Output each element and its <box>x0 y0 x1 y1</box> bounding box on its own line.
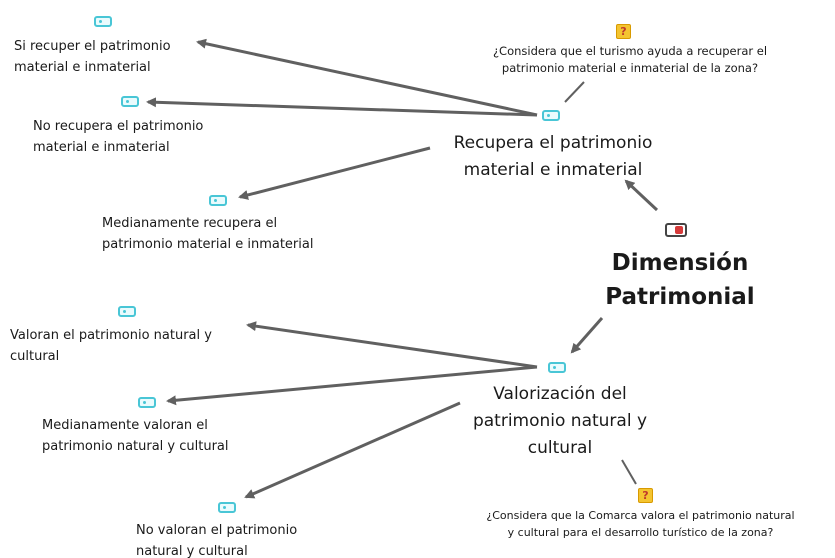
node-valorizacion: Valorización del patrimonio natural y cu… <box>472 384 648 458</box>
link-recupera-to-si <box>196 38 538 117</box>
tag-icon <box>209 195 227 206</box>
tag-icon <box>138 397 156 408</box>
code-medianamente-recupera: Medianamente recupera el patrimonio mate… <box>102 216 314 252</box>
link-valorizacion-question <box>621 459 637 485</box>
node-recupera: Recupera el patrimonio material e inmate… <box>453 133 653 180</box>
code-si-recupera: Si recuper el patrimonio material e inma… <box>14 39 171 75</box>
link-valorizacion-to-medianamente <box>166 365 538 406</box>
document-family-icon <box>665 223 687 237</box>
question-icon: ? <box>638 488 653 503</box>
link-valorizacion-to-valoran <box>246 321 538 369</box>
question-valorizacion: ¿Considera que la Comarca valora el patr… <box>486 509 795 539</box>
code-no-valoran: No valoran el patrimonio natural y cultu… <box>136 523 298 558</box>
tag-icon <box>121 96 139 107</box>
tag-icon <box>118 306 136 317</box>
node-dimension-patrimonial: Dimensión Patrimonial <box>605 250 755 310</box>
link-valorizacion-to-no <box>244 401 461 499</box>
question-recupera: ¿Considera que el turismo ayuda a recupe… <box>492 44 768 75</box>
tag-icon <box>218 502 236 513</box>
link-recupera-to-medianamente <box>238 146 431 200</box>
link-core-to-recupera <box>624 179 659 212</box>
code-valoran: Valoran el patrimonio natural y cultural <box>10 328 212 364</box>
link-recupera-to-no <box>146 97 538 117</box>
tag-icon <box>542 110 560 121</box>
tag-icon <box>548 362 566 373</box>
question-icon: ? <box>616 24 631 39</box>
link-core-to-valorizacion <box>570 317 604 354</box>
code-medianamente-valoran: Medianamente valoran el patrimonio natur… <box>42 418 229 454</box>
link-recupera-question <box>564 81 585 103</box>
tag-icon <box>94 16 112 27</box>
code-no-recupera: No recupera el patrimonio material e inm… <box>33 119 204 155</box>
